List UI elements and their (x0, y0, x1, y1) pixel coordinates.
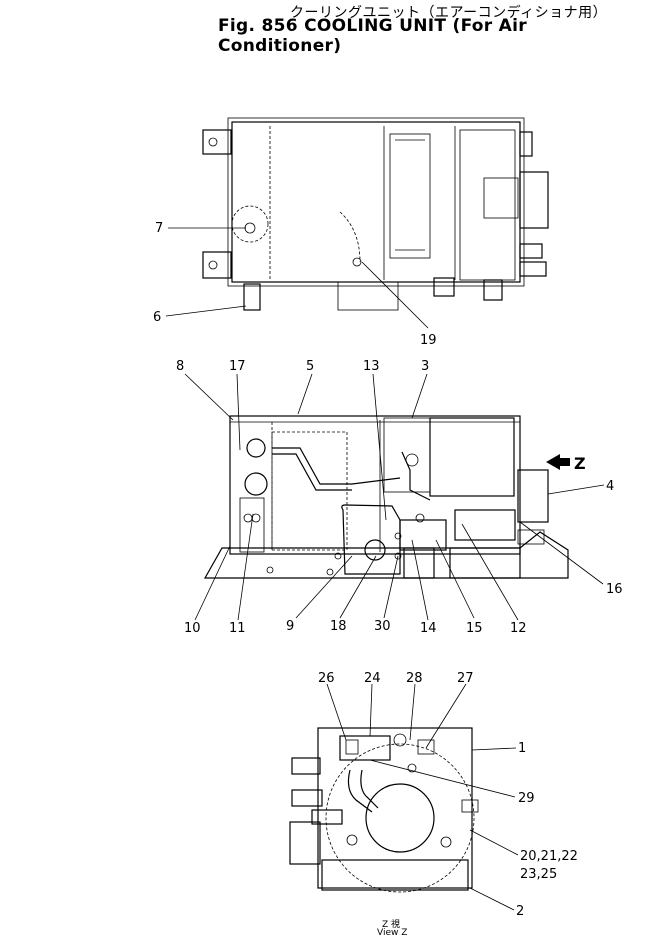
callout-26: 26 (318, 671, 335, 686)
unit-end-panel (317, 727, 473, 889)
callout-7: 7 (155, 221, 163, 236)
callout-24: 24 (364, 671, 381, 686)
figure-title: Fig. 856 COOLING UNIT (For Air Condition… (218, 16, 527, 56)
callout-12: 12 (510, 621, 527, 636)
callout-11: 11 (229, 621, 246, 636)
callout-23-25: 23,25 (520, 867, 557, 882)
callout-2: 2 (516, 904, 524, 919)
callout-6: 6 (153, 310, 161, 325)
mount-tab (202, 251, 232, 279)
view-z-label: Z (574, 454, 586, 473)
callout-29: 29 (518, 791, 535, 806)
fitting (244, 472, 268, 496)
compressor-block (429, 417, 515, 497)
blower-hub (365, 783, 435, 853)
view-z-caption-japanese: Z 視 (382, 920, 401, 930)
callout-4: 4 (606, 479, 614, 494)
callout-28: 28 (406, 671, 423, 686)
callout-13: 13 (363, 359, 380, 374)
base-frame (203, 531, 569, 579)
side-housing (229, 415, 521, 555)
callout-18: 18 (330, 619, 347, 634)
callout-30: 30 (374, 619, 391, 634)
callout-1: 1 (518, 741, 526, 756)
fitting (246, 438, 266, 458)
callout-16: 16 (606, 582, 623, 597)
view-z (289, 727, 479, 893)
filter-bracket (341, 504, 401, 575)
callout-27: 27 (457, 671, 474, 686)
relay-box (339, 735, 391, 761)
top-view (202, 117, 549, 311)
callout-15: 15 (466, 621, 483, 636)
top-housing (231, 121, 521, 283)
side-view (203, 415, 570, 579)
drain-fitting (243, 283, 261, 311)
figure-title-japanese: クーリングユニット（エアーコンディショナ用） (290, 5, 608, 21)
callout-14: 14 (420, 621, 437, 636)
callout-8: 8 (176, 359, 184, 374)
callout-19: 19 (420, 333, 437, 348)
callout-9: 9 (286, 619, 294, 634)
mount-tab (202, 129, 232, 155)
callout-3: 3 (421, 359, 429, 374)
callout-5: 5 (306, 359, 314, 374)
callout-17: 17 (229, 359, 246, 374)
callout-10: 10 (184, 621, 201, 636)
callout-20-21-22: 20,21,22 (520, 849, 578, 864)
view-z-caption: View Z (377, 928, 408, 938)
view-z-arrow (546, 454, 560, 470)
expansion-valve (517, 469, 549, 523)
